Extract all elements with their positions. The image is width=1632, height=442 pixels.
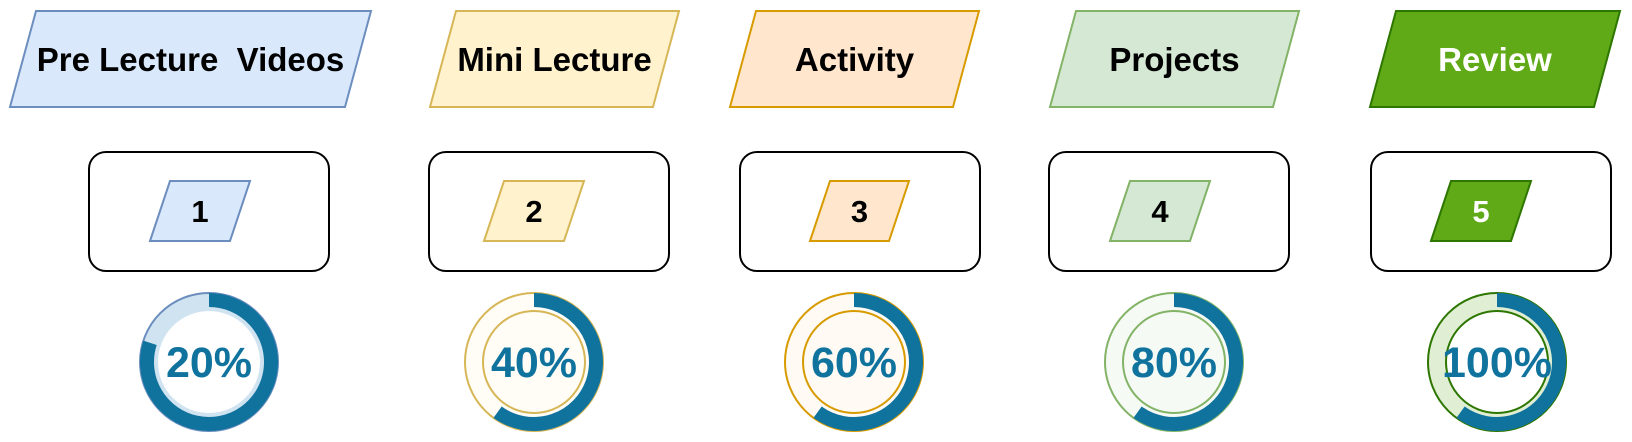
stage-4: Projects 4 80%: [1048, 10, 1301, 432]
progress-ring-bar: [1456, 293, 1566, 431]
step-number: 2: [525, 194, 542, 229]
progress-ring-bar: [813, 293, 923, 431]
stage-header-shape: [1048, 10, 1301, 108]
progress-percent-label: 20%: [166, 339, 252, 387]
progress-ring-bar: [1133, 293, 1243, 431]
stage-1: Pre Lecture Videos 1 20%: [8, 10, 373, 432]
stage-2: Mini Lecture 2 40%: [428, 10, 681, 432]
step-number: 1: [191, 194, 208, 229]
progress-ring: 80%: [1104, 292, 1244, 432]
progress-ring: 100%: [1427, 292, 1567, 432]
progress-ring-center: [1122, 310, 1226, 414]
stage-header-shape: [728, 10, 981, 108]
stage-title: Activity: [795, 41, 915, 78]
step-number-shape: [1429, 180, 1533, 242]
progress-ring-center: [158, 311, 260, 413]
stage-title: Projects: [1109, 41, 1239, 78]
progress-ring-bar: [493, 293, 603, 431]
stage-title: Mini Lecture: [457, 41, 651, 78]
step-number-shape: [808, 180, 911, 242]
progress-ring-bar: [140, 293, 278, 431]
stage-header-shape: [8, 10, 373, 108]
stage-title: Pre Lecture Videos: [37, 41, 345, 78]
step-number: 3: [851, 194, 868, 229]
stage-header-shape: [1368, 10, 1622, 108]
progress-percent-label: 40%: [491, 339, 577, 387]
progress-percent-label: 60%: [811, 339, 897, 387]
progress-ring-center: [802, 310, 906, 414]
stage-5: Review 5 100%: [1368, 10, 1622, 432]
step-number: 5: [1472, 194, 1489, 229]
stage-title: Review: [1438, 41, 1552, 78]
progress-ring: 60%: [784, 292, 924, 432]
progress-ring-center: [1445, 310, 1549, 414]
progress-percent-label: 80%: [1131, 339, 1217, 387]
step-number-shape: [1108, 180, 1212, 242]
stage-header-shape: [428, 10, 681, 108]
progress-ring-center: [482, 310, 586, 414]
progress-ring: 20%: [139, 292, 279, 432]
progress-percent-label: 100%: [1442, 339, 1552, 387]
step-number-shape: [148, 180, 252, 242]
progress-ring: 40%: [464, 292, 604, 432]
stage-3: Activity 3 60%: [728, 10, 981, 432]
step-number-shape: [482, 180, 586, 242]
step-number: 4: [1151, 194, 1169, 229]
